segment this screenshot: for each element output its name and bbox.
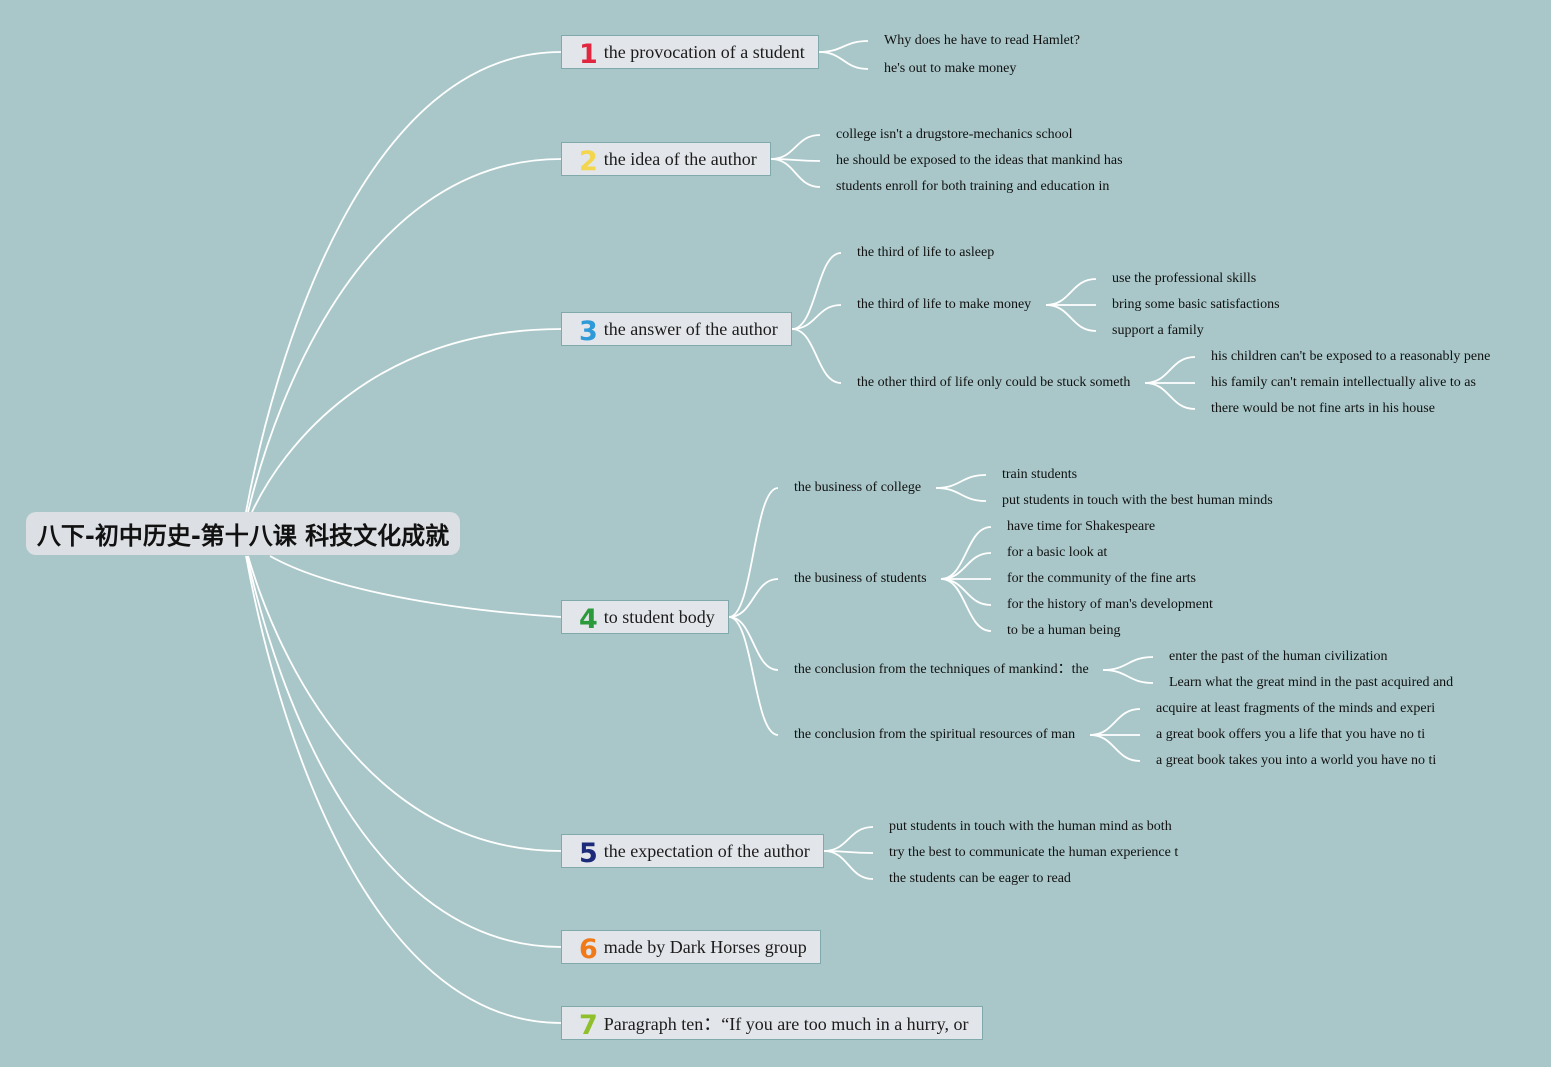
subtopic[interactable]: his family can't remain intellectually a… [1211, 375, 1476, 390]
connector-line [791, 328, 842, 384]
connector-line [818, 51, 869, 70]
connector-line [1045, 304, 1097, 332]
subtopic[interactable]: the business of students [794, 571, 927, 586]
connector-line [1144, 356, 1196, 384]
number-5-icon: 5 [579, 837, 598, 869]
connector-line [1045, 278, 1097, 306]
branch-topic-1[interactable]: 1 the provocation of a student [561, 35, 819, 69]
connector-line [770, 134, 821, 160]
branch-label: the expectation of the author [603, 840, 810, 861]
root-connector-line [245, 555, 562, 1024]
branch-topic-7[interactable]: 7 Paragraph ten：“If you are too much in … [561, 1006, 983, 1040]
subtopic[interactable]: a great book takes you into a world you … [1156, 753, 1437, 768]
root-connector-line [269, 555, 562, 618]
subtopic[interactable]: bring some basic satisfactions [1112, 297, 1280, 312]
root-connector-line [247, 555, 562, 852]
connector-line [1102, 669, 1154, 684]
connector-line [770, 158, 821, 188]
number-7-icon: 7 [579, 1009, 598, 1041]
root-connector-line [245, 51, 562, 513]
number-3-icon: 3 [579, 315, 598, 347]
subtopic[interactable]: college isn't a drugstore-mechanics scho… [836, 127, 1073, 142]
subtopic[interactable]: there would be not fine arts in his hous… [1211, 401, 1435, 416]
connector-line [791, 304, 842, 330]
subtopic[interactable]: a great book offers you a life that you … [1156, 727, 1426, 742]
connector-line [1089, 708, 1141, 736]
subtopic[interactable]: the conclusion from the spiritual resour… [794, 727, 1076, 742]
connector-line [1089, 734, 1141, 762]
subtopic[interactable]: for the community of the fine arts [1007, 571, 1196, 586]
subtopic[interactable]: Learn what the great mind in the past ac… [1169, 675, 1454, 690]
connector-line [940, 526, 992, 580]
subtopic[interactable]: he's out to make money [884, 61, 1017, 76]
branch-label: made by Dark Horses group [603, 936, 807, 957]
subtopic[interactable]: Why does he have to read Hamlet? [884, 33, 1080, 48]
connector-line [818, 40, 869, 53]
subtopic[interactable]: support a family [1112, 323, 1204, 338]
branch-label: to student body [603, 606, 715, 627]
central-topic-label: 八下-初中历史-第十八课 科技文化成就 [36, 522, 450, 550]
subtopic[interactable]: put students in touch with the human min… [889, 819, 1172, 834]
number-2-icon: 2 [579, 145, 598, 177]
subtopic[interactable]: the business of college [794, 480, 922, 495]
subtopic[interactable]: the conclusion from the techniques of ma… [794, 662, 1089, 677]
branch-label: Paragraph ten：“If you are too much in a … [603, 1014, 969, 1034]
connector-line [823, 850, 874, 880]
subtopic[interactable]: for a basic look at [1007, 545, 1108, 560]
branch-topic-6[interactable]: 6 made by Dark Horses group [561, 930, 821, 964]
branch-topic-4[interactable]: 4 to student body [561, 600, 729, 634]
root-connector-line [247, 158, 562, 513]
subtopic[interactable]: enter the past of the human civilization [1169, 649, 1388, 664]
connector-line [728, 616, 779, 736]
subtopic[interactable]: try the best to communicate the human ex… [889, 845, 1179, 860]
branch-label: the idea of the author [603, 148, 757, 169]
connector-line [1144, 382, 1196, 410]
number-6-icon: 6 [579, 933, 598, 965]
subtopic[interactable]: train students [1002, 467, 1078, 482]
subtopic[interactable]: his children can't be exposed to a reaso… [1211, 349, 1491, 364]
connector-line [1102, 656, 1154, 671]
connector-line [728, 487, 779, 618]
connector-line [728, 616, 779, 671]
subtopic[interactable]: the students can be eager to read [889, 871, 1071, 886]
central-topic[interactable]: 八下-初中历史-第十八课 科技文化成就 [26, 512, 460, 555]
connector-line [935, 487, 987, 502]
subtopic[interactable]: to be a human being [1007, 623, 1121, 638]
branch-topic-5[interactable]: 5 the expectation of the author [561, 834, 824, 868]
branch-topic-3[interactable]: 3 the answer of the author [561, 312, 792, 346]
subtopic[interactable]: he should be exposed to the ideas that m… [836, 153, 1123, 168]
subtopic[interactable]: the third of life to make money [857, 297, 1032, 312]
connector-line [791, 252, 842, 330]
number-1-icon: 1 [579, 38, 598, 70]
connector-line [940, 578, 992, 632]
root-connector-line [246, 555, 562, 948]
branch-label: the provocation of a student [603, 41, 805, 62]
connector-line [940, 552, 992, 580]
subtopic[interactable]: have time for Shakespeare [1007, 519, 1156, 534]
connector-line [935, 474, 987, 489]
connector-line [940, 578, 992, 606]
branch-label: the answer of the author [603, 318, 778, 339]
subtopic[interactable]: the third of life to asleep [857, 245, 995, 260]
connector-line [728, 578, 779, 618]
subtopic[interactable]: for the history of man's development [1007, 597, 1213, 612]
subtopic[interactable]: put students in touch with the best huma… [1002, 493, 1273, 508]
connector-line [823, 826, 874, 852]
branch-topic-2[interactable]: 2 the idea of the author [561, 142, 771, 176]
number-4-icon: 4 [579, 603, 598, 635]
subtopic[interactable]: students enroll for both training and ed… [836, 179, 1110, 194]
root-connector-line [251, 328, 562, 513]
subtopic[interactable]: the other third of life only could be st… [857, 375, 1131, 390]
subtopic[interactable]: acquire at least fragments of the minds … [1156, 701, 1436, 716]
subtopic[interactable]: use the professional skills [1112, 271, 1257, 286]
